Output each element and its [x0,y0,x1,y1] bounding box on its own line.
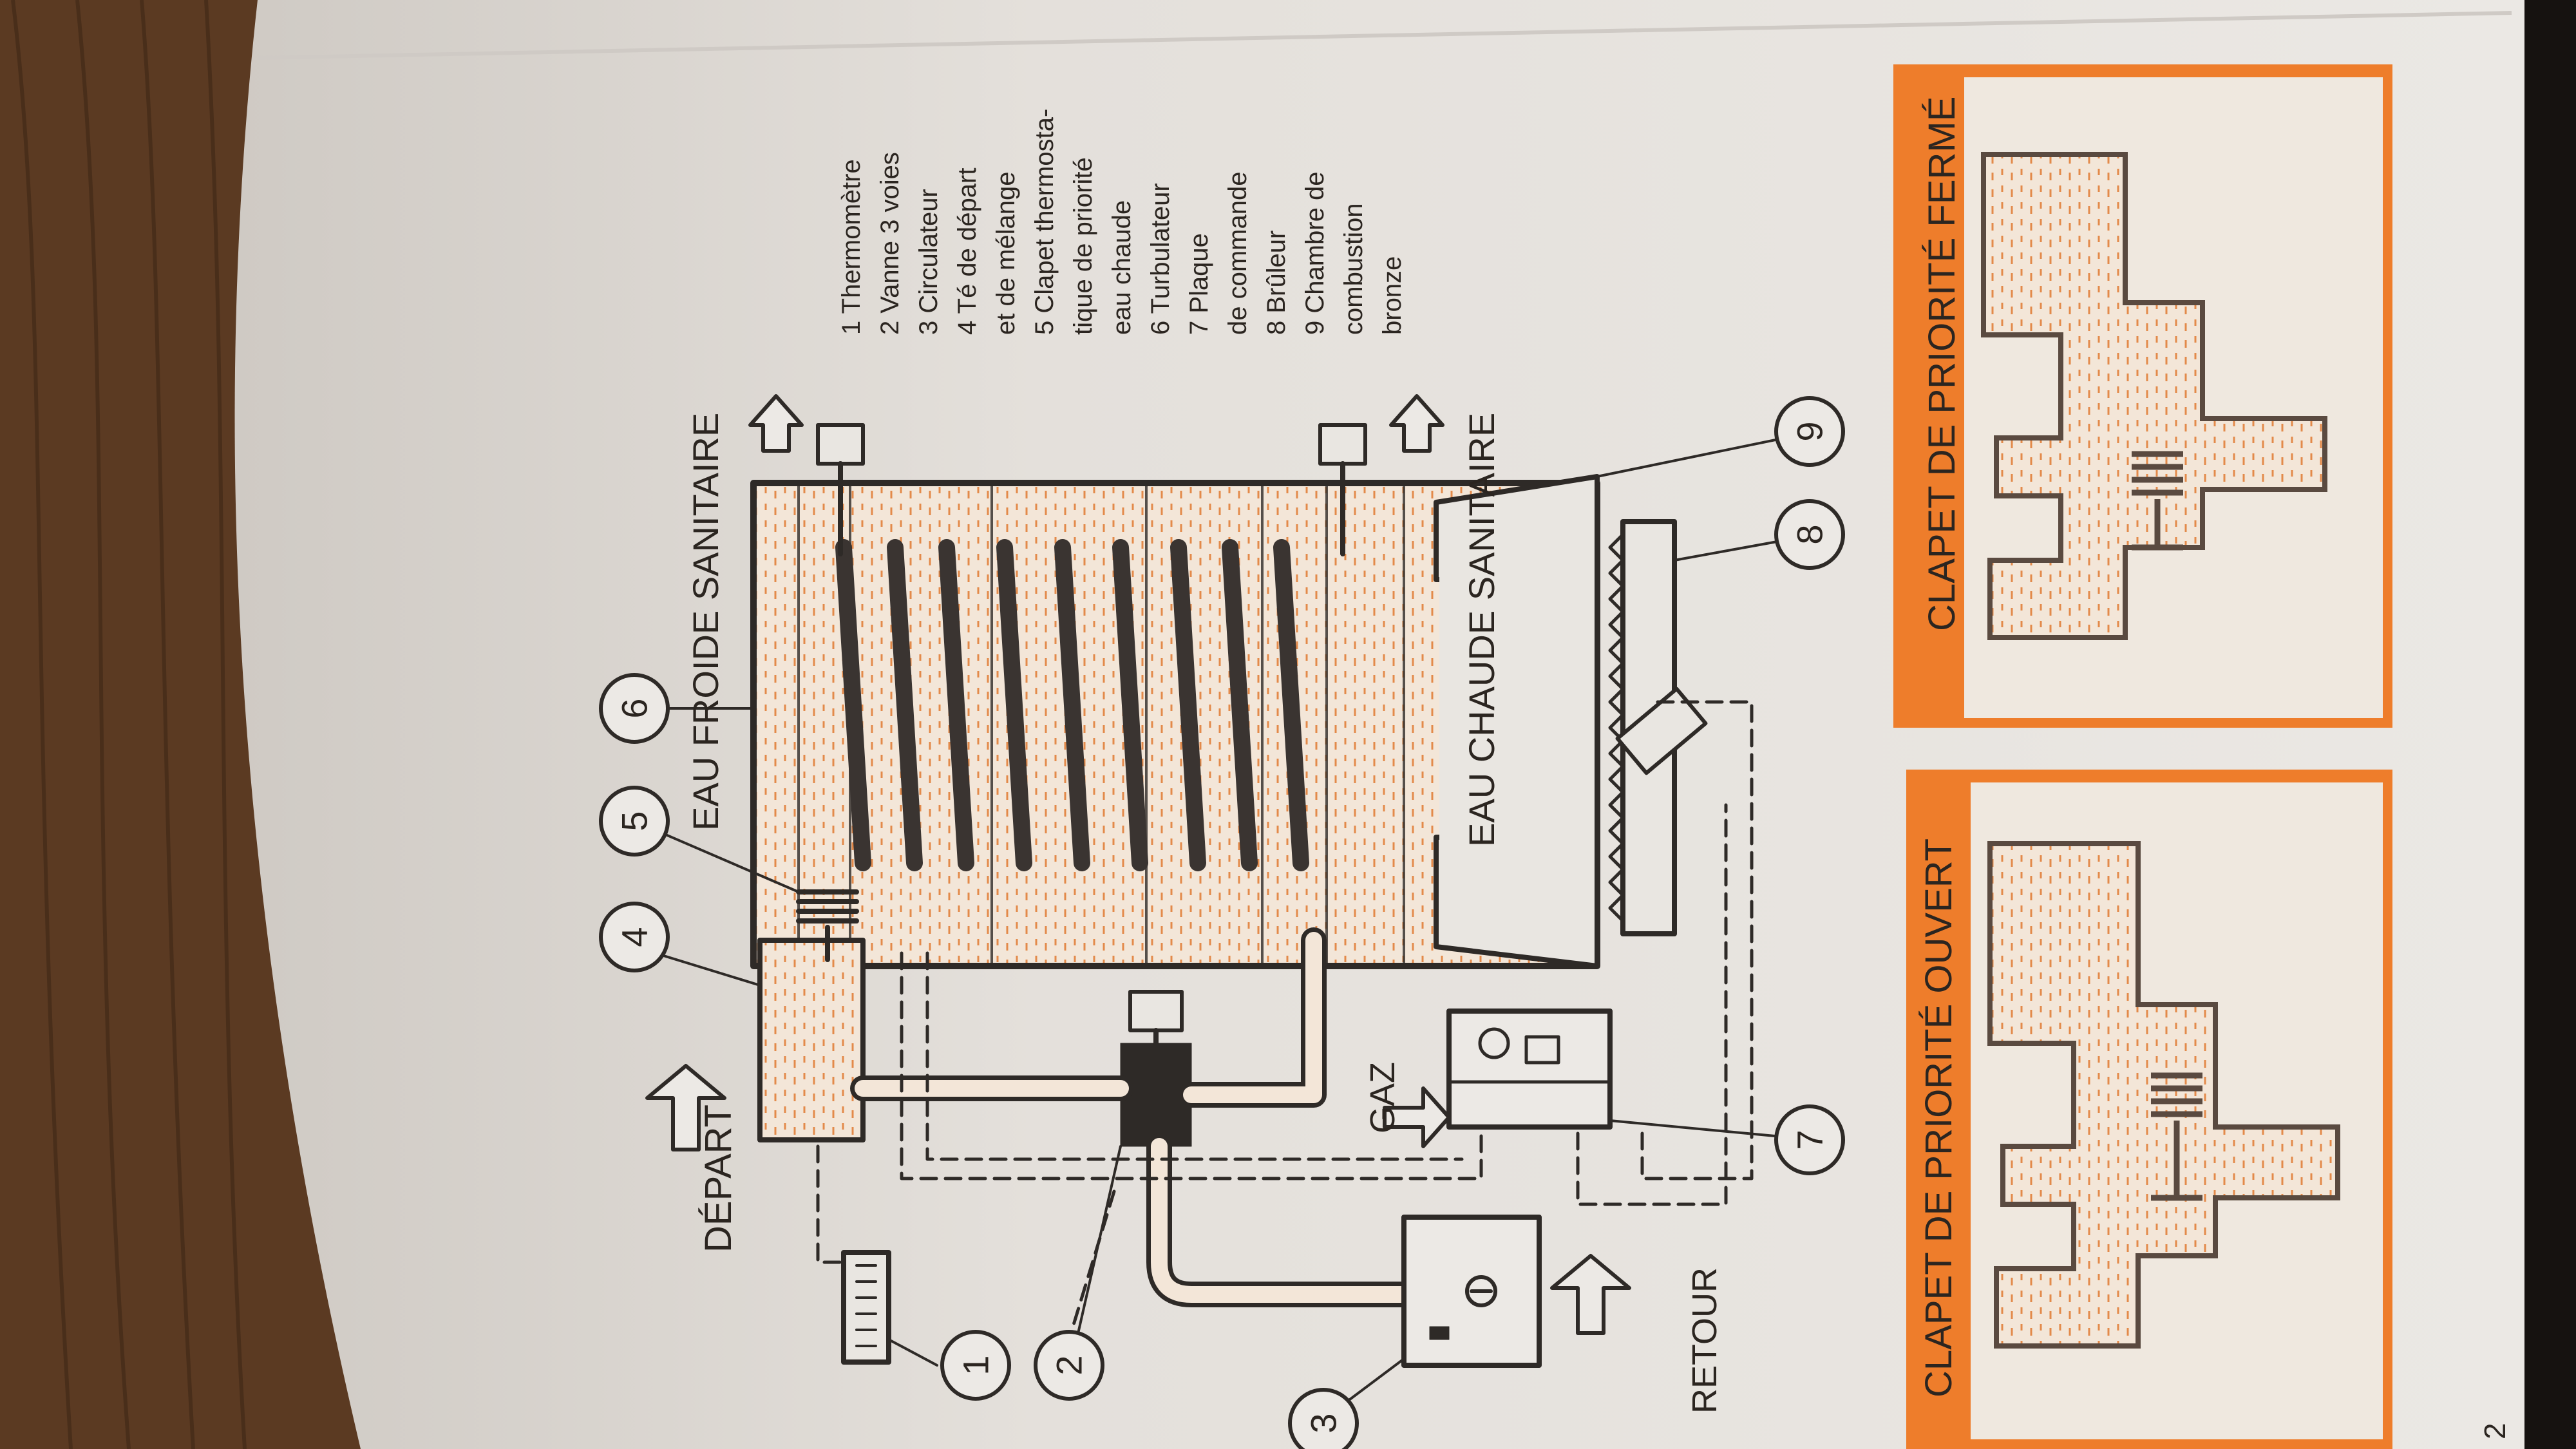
chamber-void [1439,528,1587,940]
label-gaz: GAZ [1363,1062,1402,1133]
cold-water-fitting-left [816,423,865,466]
callout-8: 8 [1790,524,1830,544]
callout-2-circle [1034,1330,1104,1401]
page-number: 2 [2478,1423,2512,1439]
legend-line: de commande [1224,172,1252,335]
open-valve-bellows [2151,1072,2202,1201]
valve-knob [1128,990,1184,1032]
legend-line: 5 Clapet thermosta- [1030,109,1059,335]
callout-1-circle [940,1330,1011,1401]
callout-1: 1 [956,1355,996,1375]
page-edge [257,11,2512,60]
closed-valve-body [1981,152,2327,640]
legend-line: 1 Thermomètre [837,159,866,335]
boiler-diagram [633,394,1817,1418]
label-eau-chaude: EAU CHAUDE SANITAIRE [1461,413,1502,847]
legend-line: combustion [1340,203,1368,335]
cold-in-arrow [748,394,804,453]
thermostatic-bellows [796,889,859,962]
legend-line: 2 Vanne 3 voies [876,152,904,335]
legend-line: 9 Chambre de [1301,172,1329,335]
label-depart: DÉPART [697,1104,739,1253]
callout-5: 5 [614,811,655,831]
callout-numbers: 1 2 3 4 5 6 7 8 9 [614,421,1830,1433]
callout-8-circle [1774,499,1845,570]
thermometer [841,1250,891,1365]
callout-4-circle [599,902,670,972]
callout-2: 2 [1049,1355,1090,1375]
legend-line: 6 Turbulateur [1146,183,1175,335]
depart-arrow [645,1064,726,1151]
callout-6: 6 [614,698,655,718]
depart-tee [757,938,866,1142]
callout-6-circle [599,673,670,744]
legend-line: tique de priorité [1069,157,1097,335]
gaz-arrow [1383,1086,1451,1148]
legend-line: 3 Circulateur [914,189,943,335]
panel-clapet-ouvert: CLAPET DE PRIORITÉ OUVERT [1906,770,2392,1449]
panel-open-title: CLAPET DE PRIORITÉ OUVERT [1918,838,1960,1397]
hot-water-fitting-right [1318,423,1367,466]
legend-line: 7 Plaque [1185,233,1213,335]
hot-out-arrow [1389,394,1444,453]
retour-arrow [1550,1254,1631,1335]
callout-9: 9 [1790,421,1830,441]
legend: 1 Thermomètre 2 Vanne 3 voies 3 Circulat… [837,109,1406,335]
callout-5-circle [599,786,670,857]
panel-closed-title: CLAPET DE PRIORITÉ FERMÉ [1921,97,1963,631]
legend-line: bronze [1378,256,1406,335]
pilot-burner [1615,687,1708,775]
callout-7: 7 [1790,1130,1830,1150]
wood-grain [11,0,247,1449]
callout-7-circle [1774,1104,1845,1175]
panel-clapet-ferme: CLAPET DE PRIORITÉ FERMÉ [1893,64,2392,728]
exchanger-partitions [797,485,1405,964]
control-plate [1446,1009,1613,1130]
callouts [599,396,1845,1449]
legend-line: 8 Brûleur [1262,231,1291,335]
label-eau-froide: EAU FROIDE SANITAIRE [685,413,726,831]
legend-line: eau chaude [1108,200,1136,335]
closed-valve-bellows [2132,451,2183,551]
control-wiring [816,700,1754,1341]
legend-line: et de mélange [992,171,1020,335]
callout-3: 3 [1303,1413,1344,1433]
callout-9-circle [1774,396,1845,467]
legend-line: 4 Té de départ [953,168,981,335]
open-valve-body [1987,841,2340,1349]
callout-3-circle [1288,1388,1359,1449]
callout-4: 4 [614,927,655,947]
label-retour: RETOUR [1685,1267,1724,1414]
turbulator-tubes [835,539,1309,871]
